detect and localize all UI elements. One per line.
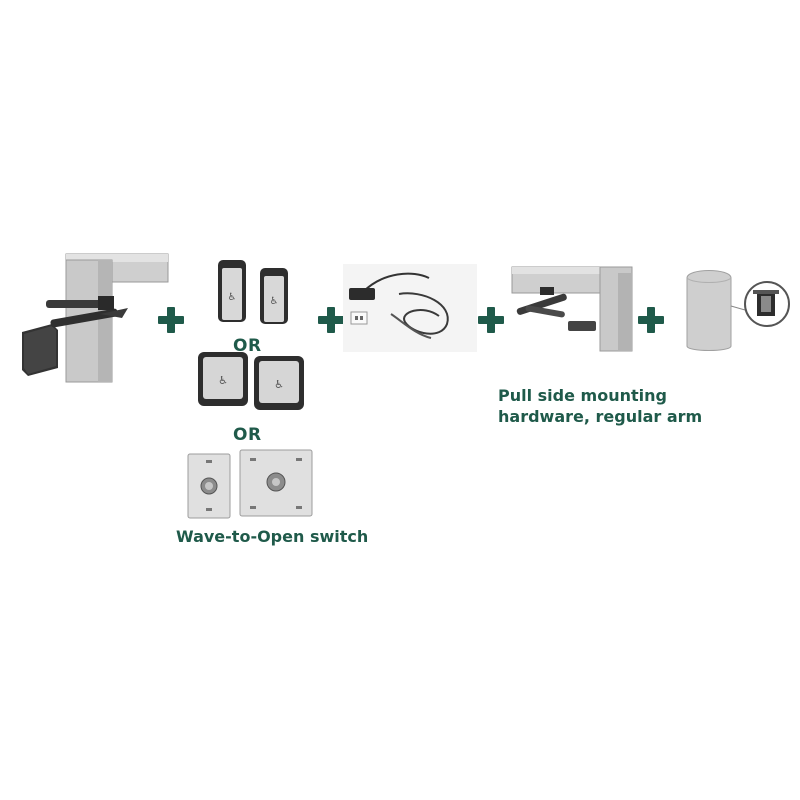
- or-label: OR: [233, 425, 262, 445]
- plus-icon: [478, 307, 504, 333]
- cover-accessory-icon: [686, 270, 790, 351]
- square-push-switch-icon: ♿ ♿: [198, 352, 304, 410]
- power-supply-cable-icon: [343, 264, 477, 352]
- arm-caption: Pull side mounting hardware, regular arm: [498, 385, 702, 427]
- svg-text:♿: ♿: [218, 374, 228, 387]
- svg-text:♿: ♿: [274, 378, 284, 391]
- door-operator-icon: [22, 253, 169, 383]
- svg-text:♿: ♿: [228, 292, 237, 303]
- arm-caption-line1: Pull side mounting: [498, 386, 667, 405]
- plus-icon: [638, 307, 664, 333]
- wave-to-open-plate-icon: [187, 449, 313, 519]
- switch-caption: Wave-to-Open switch: [176, 527, 369, 546]
- plus-icon: [318, 307, 344, 333]
- plus-icon: [158, 307, 184, 333]
- arm-caption-line2: hardware, regular arm: [498, 407, 703, 426]
- push-button-switch-icon: ♿ ♿: [218, 260, 288, 324]
- pull-side-arm-icon: [511, 266, 633, 352]
- svg-text:♿: ♿: [270, 296, 279, 307]
- or-label: OR: [233, 336, 262, 356]
